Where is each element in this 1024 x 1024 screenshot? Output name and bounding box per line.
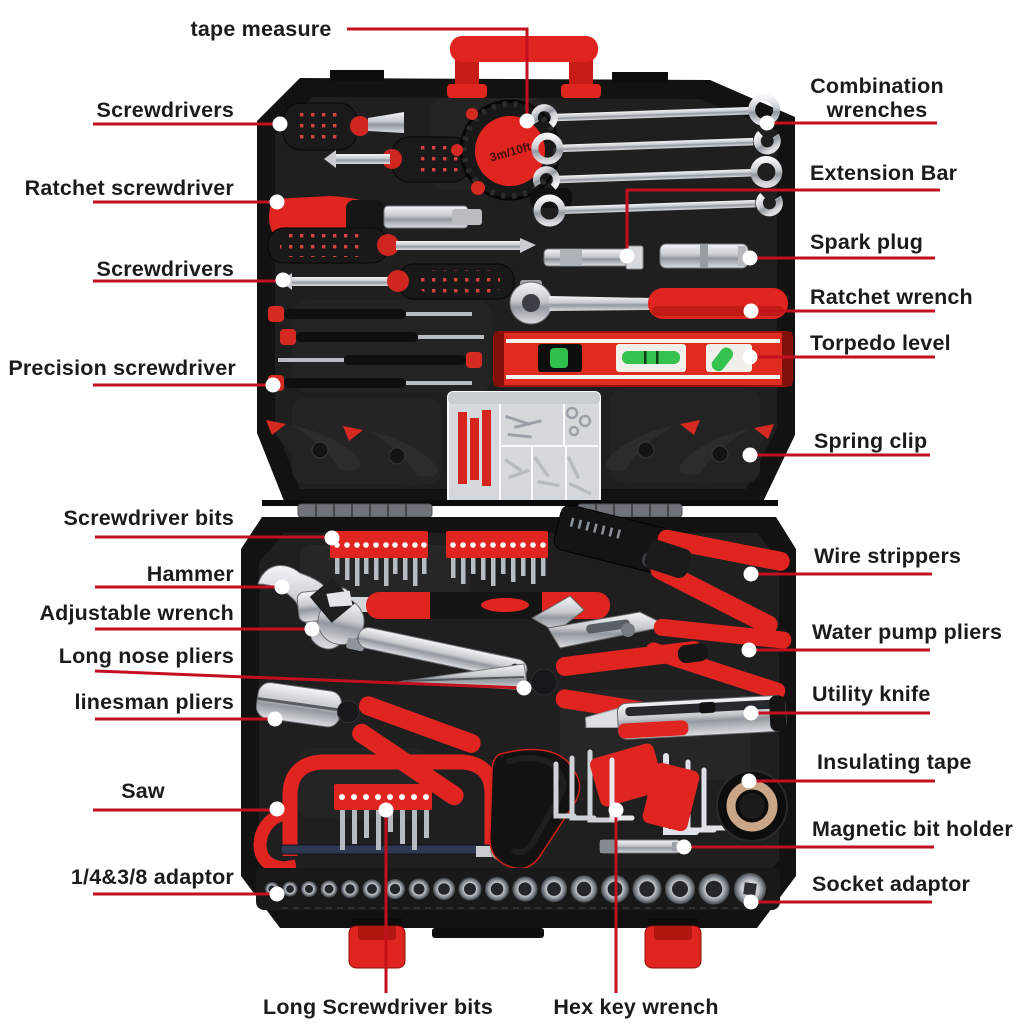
label-socket-adaptor: Socket adaptor — [812, 872, 971, 896]
callout-dot — [269, 194, 285, 210]
torpedo-level-tool — [493, 331, 793, 387]
callout-dot — [742, 250, 758, 266]
screwdriver-b — [280, 263, 515, 300]
callout-dot — [272, 116, 288, 132]
label-combination-wrenches-line2: wrenches — [826, 98, 928, 122]
screwdriver-bit-strips — [330, 531, 548, 586]
label-combination-wrenches-line1: Combination — [810, 74, 944, 98]
spark-plug-socket — [659, 243, 749, 269]
label-tape-measure: tape measure — [190, 17, 331, 41]
callout-dot — [759, 115, 775, 131]
callout-dot — [743, 705, 759, 721]
callout-dot — [608, 802, 624, 818]
callout-dot — [269, 801, 285, 817]
label-hammer: Hammer — [147, 562, 235, 586]
socket-set-row — [256, 868, 780, 910]
utility-knife-tool — [585, 694, 787, 740]
label-utility-knife: Utility knife — [812, 682, 930, 706]
callout-leader-lines — [93, 27, 940, 993]
callout-dot — [274, 579, 290, 595]
callout-dot — [269, 886, 285, 902]
combination-wrenches-set — [530, 93, 783, 227]
callout-dot — [743, 894, 759, 910]
label-spring-clip: Spring clip — [814, 429, 927, 453]
label-precision-screwdriver: Precision screwdriver — [8, 356, 236, 380]
callout-dot — [378, 802, 394, 818]
insulating-tape-tool — [716, 770, 788, 842]
label-extension-bar: Extension Bar — [810, 161, 958, 185]
callout-dot — [516, 680, 532, 696]
callout-labels: tape measure Screwdrivers Ratchet screwd… — [8, 17, 1013, 1019]
adjustable-wrench-tool — [309, 577, 528, 681]
stubby-screwdrivers — [282, 102, 471, 183]
label-insulating-tape: Insulating tape — [817, 750, 972, 774]
label-torpedo-level: Torpedo level — [810, 331, 951, 355]
callout-dot — [741, 773, 757, 789]
case-handle — [447, 36, 601, 98]
label-wire-strippers: Wire strippers — [814, 544, 961, 568]
callout-dot — [619, 248, 635, 264]
callout-dots — [265, 113, 775, 910]
callout-dot — [741, 642, 757, 658]
label-screwdriver-bits: Screwdriver bits — [64, 506, 235, 530]
callout-dot — [676, 839, 692, 855]
callout-dot — [275, 272, 291, 288]
label-magnetic-bit-holder: Magnetic bit holder — [812, 817, 1013, 841]
accessory-box — [447, 391, 601, 505]
label-hex-key-wrench: Hex key wrench — [553, 995, 718, 1019]
long-screwdriver-bits — [334, 784, 432, 850]
label-quarter-three-eighth-adaptor: 1/4&3/8 adaptor — [71, 865, 235, 889]
label-long-nose-pliers: Long nose pliers — [59, 644, 234, 668]
wire-strippers-tool — [553, 504, 790, 635]
label-ratchet-wrench: Ratchet wrench — [810, 285, 973, 309]
leader-long-nose-pliers — [94, 669, 525, 690]
label-screwdrivers-top: Screwdrivers — [97, 98, 234, 122]
label-water-pump-pliers: Water pump pliers — [812, 620, 1002, 644]
label-spark-plug: Spark plug — [810, 230, 923, 254]
label-linesman-pliers: linesman pliers — [74, 690, 234, 714]
label-ratchet-screwdriver: Ratchet screwdriver — [25, 176, 235, 200]
label-screwdrivers-mid: Screwdrivers — [97, 257, 234, 281]
callout-dot — [742, 349, 758, 365]
callout-dot — [743, 566, 759, 582]
callout-dot — [742, 447, 758, 463]
callout-dot — [267, 711, 283, 727]
callout-dot — [519, 113, 535, 129]
callout-dot — [743, 303, 759, 319]
callout-dot — [265, 377, 281, 393]
bottom-case — [241, 504, 796, 969]
magnetic-bit-holder-tool — [599, 839, 682, 854]
leader-tape-measure — [347, 27, 529, 114]
case-latch-right — [644, 918, 702, 969]
top-case: 3m/10ft — [257, 36, 795, 506]
label-adjustable-wrench: Adjustable wrench — [39, 601, 234, 625]
label-long-screwdriver-bits: Long Screwdriver bits — [263, 995, 493, 1019]
callout-dot — [304, 621, 320, 637]
precision-screwdrivers — [268, 306, 484, 391]
leader-extension-bar — [625, 188, 940, 249]
hex-key-set — [553, 743, 729, 835]
callout-dot — [324, 530, 340, 546]
case-latch-left — [348, 918, 406, 969]
label-saw: Saw — [121, 779, 165, 803]
screwdriver-a — [267, 227, 536, 264]
